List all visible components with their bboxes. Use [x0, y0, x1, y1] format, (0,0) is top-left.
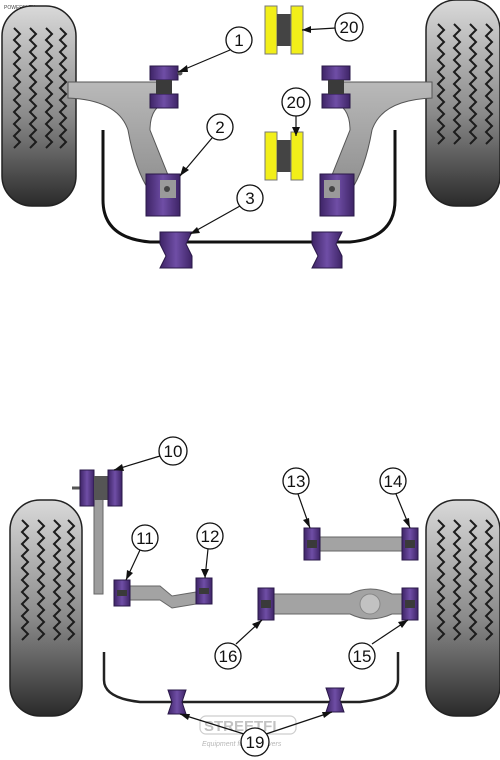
- anti-roll-bar-front: [101, 130, 397, 244]
- callout-19: 19: [179, 711, 333, 757]
- bush-10: [79, 469, 123, 507]
- tyre-front-left: [1, 5, 77, 207]
- callout-1: 1: [177, 26, 253, 73]
- callout-3-label: 3: [245, 189, 254, 208]
- rear-suspension: STREETFI Equipment for the Drivers 10 11…: [9, 436, 500, 757]
- tyre-front-right: [425, 0, 500, 207]
- rear-link-11-12: [127, 585, 205, 609]
- callout-15-label: 15: [353, 647, 372, 666]
- anti-roll-bar-rear: [102, 652, 400, 704]
- callout-16-label: 16: [219, 647, 238, 666]
- callout-20-upper: 20: [301, 12, 364, 42]
- bush-2: [145, 173, 181, 217]
- tyre-rear-right: [425, 499, 500, 717]
- rear-link-13-14: [319, 536, 403, 552]
- bush-front-right-upper: [321, 65, 351, 109]
- callout-11: 11: [125, 524, 159, 581]
- bush-front-right-rear: [319, 173, 355, 217]
- bush-16: [257, 587, 275, 621]
- callout-14: 14: [379, 467, 411, 529]
- bush-1: [149, 65, 183, 109]
- callout-20-lower: 20: [281, 87, 311, 136]
- callout-10: 10: [113, 436, 188, 471]
- bush-11: [113, 579, 131, 607]
- bush-14: [401, 527, 419, 561]
- callout-2-label: 2: [215, 118, 224, 137]
- callout-10-label: 10: [164, 442, 183, 461]
- bush-12: [195, 577, 213, 605]
- tyre-rear-left: [9, 499, 83, 717]
- callout-12: 12: [196, 522, 224, 579]
- callout-15: 15: [348, 619, 409, 670]
- callout-1-label: 1: [234, 31, 243, 50]
- callout-20-upper-label: 20: [340, 18, 359, 37]
- bush-13: [303, 527, 321, 561]
- callout-11-label: 11: [136, 529, 154, 548]
- callout-3: 3: [189, 184, 264, 235]
- callout-13: 13: [282, 467, 311, 529]
- bush-20-lower: [264, 131, 304, 181]
- callout-13-label: 13: [287, 472, 306, 491]
- bush-19-right: [325, 687, 345, 713]
- callout-14-label: 14: [384, 472, 403, 491]
- rear-arm-15-16: [271, 588, 405, 620]
- callout-20-lower-label: 20: [287, 93, 306, 112]
- bush-15: [401, 587, 419, 621]
- bush-3: [159, 231, 193, 269]
- bush-front-arb-right: [311, 231, 343, 269]
- bush-20-upper: [264, 5, 304, 55]
- callout-2: 2: [179, 113, 234, 177]
- callout-12-label: 12: [201, 527, 220, 546]
- callout-16: 16: [214, 619, 263, 670]
- front-suspension: 1 2 3 20 20: [1, 0, 500, 269]
- callout-19-label: 19: [246, 733, 265, 752]
